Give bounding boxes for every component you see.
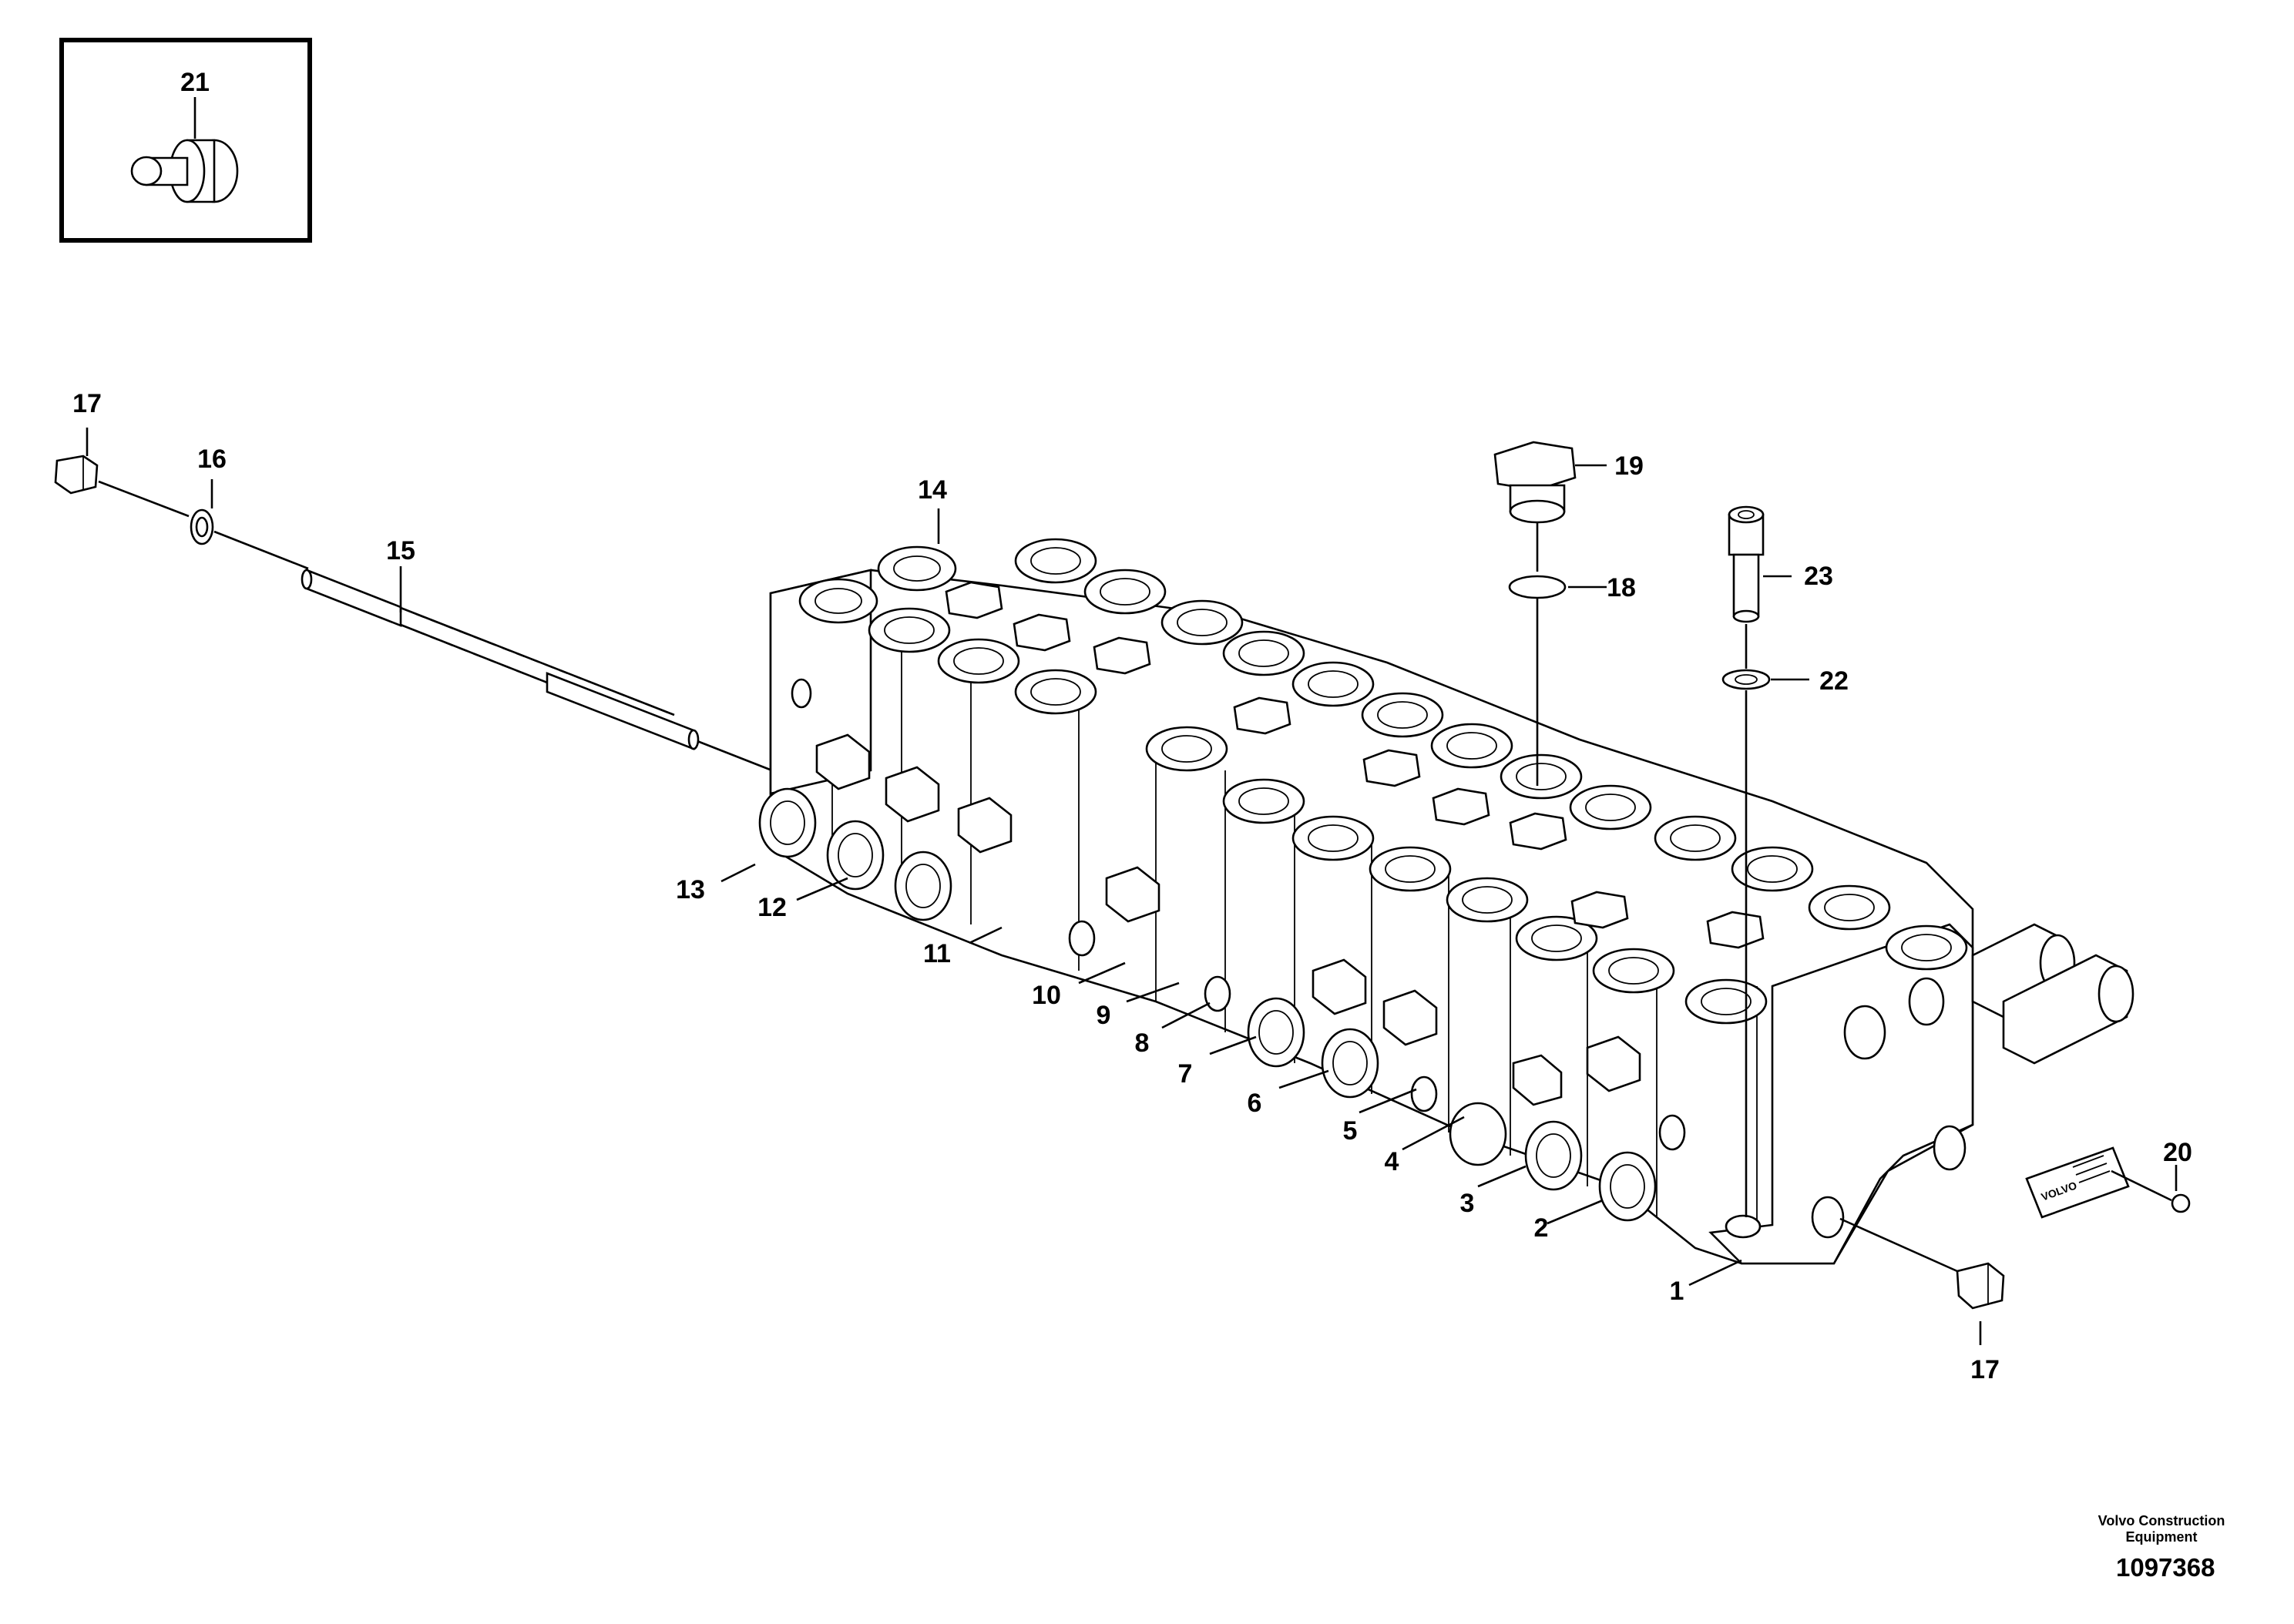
callout-22: 22 — [1819, 666, 1849, 696]
callout-14: 14 — [918, 475, 947, 505]
callout-20: 20 — [2163, 1138, 2192, 1167]
callout-18: 18 — [1607, 573, 1636, 602]
top-ports — [798, 538, 1968, 1025]
callout-11: 11 — [923, 939, 951, 968]
plug-19-assembly — [1493, 441, 1607, 786]
callout-16: 16 — [197, 445, 227, 474]
footer-company: Volvo Construction Equipment — [2098, 1513, 2225, 1545]
callout-10: 10 — [1032, 981, 1061, 1010]
callout-12: 12 — [757, 893, 787, 922]
front-fittings — [758, 733, 2134, 1222]
footer-drawing-number: 1097368 — [2116, 1553, 2215, 1582]
screw-23-assembly — [1721, 505, 1809, 1217]
callout-4: 4 — [1384, 1147, 1399, 1176]
callout-8: 8 — [1134, 1028, 1150, 1058]
nut-17-right — [1839, 1217, 2005, 1345]
callout-23: 23 — [1804, 562, 1833, 591]
callout-17-bottom: 17 — [1970, 1355, 2000, 1384]
callout-15: 15 — [386, 536, 415, 565]
callout-7: 7 — [1177, 1059, 1193, 1089]
callout-13: 13 — [676, 875, 705, 904]
callout-6: 6 — [1247, 1089, 1262, 1118]
inset-part-21 — [59, 38, 312, 243]
callout-3: 3 — [1459, 1189, 1475, 1218]
hex-plugs — [945, 581, 1765, 949]
callout-9: 9 — [1096, 1001, 1111, 1030]
callout-5: 5 — [1342, 1116, 1358, 1146]
tie-rod-left — [54, 428, 781, 775]
callout-17-top: 17 — [72, 389, 102, 418]
rivet-20 — [2111, 1165, 2191, 1213]
callout-1: 1 — [1669, 1277, 1684, 1306]
leader-lines — [720, 508, 1742, 1287]
name-plate — [2025, 1146, 2130, 1219]
callout-19: 19 — [1614, 451, 1644, 481]
callout-2: 2 — [1533, 1213, 1549, 1243]
callout-21: 21 — [180, 68, 210, 97]
